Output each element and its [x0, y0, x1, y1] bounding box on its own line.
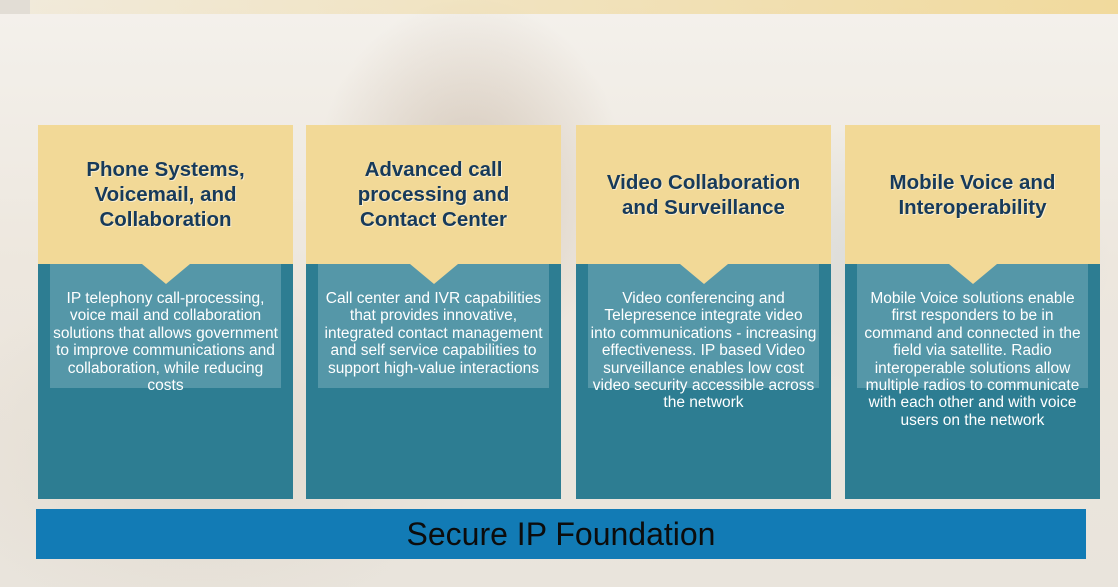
column-highlight	[318, 264, 549, 388]
column-description: Mobile Voice solutions enable first resp…	[864, 290, 1081, 429]
column-header: Video Collaboration and Surveillance	[576, 125, 831, 264]
column-mobile-voice: Mobile Voice and Interoperability Mobile…	[845, 125, 1100, 499]
foundation-bar: Secure IP Foundation	[36, 509, 1086, 559]
column-contact-center: Advanced call processing and Contact Cen…	[306, 125, 561, 499]
top-accent-bar	[0, 0, 1118, 14]
column-title: Video Collaboration and Surveillance	[606, 170, 801, 219]
header-pointer	[949, 264, 997, 284]
column-highlight	[857, 264, 1088, 388]
column-title: Advanced call processing and Contact Cen…	[357, 158, 510, 231]
corner-tab	[0, 0, 30, 14]
column-description: IP telephony call-processing, voice mail…	[53, 290, 278, 395]
header-pointer	[410, 264, 458, 284]
header-pointer	[680, 264, 728, 284]
foundation-label: Secure IP Foundation	[406, 515, 716, 552]
column-header: Phone Systems, Voicemail, and Collaborat…	[38, 125, 293, 264]
column-phone-systems: Phone Systems, Voicemail, and Collaborat…	[38, 125, 293, 499]
column-body	[38, 264, 293, 499]
column-video: Video Collaboration and Surveillance Vid…	[576, 125, 831, 499]
column-header: Mobile Voice and Interoperability	[845, 125, 1100, 264]
column-title: Mobile Voice and Interoperability	[889, 170, 1056, 219]
column-header: Advanced call processing and Contact Cen…	[306, 125, 561, 264]
header-pointer	[142, 264, 190, 284]
column-title: Phone Systems, Voicemail, and Collaborat…	[86, 158, 245, 231]
column-description: Call center and IVR capabilities that pr…	[324, 290, 543, 377]
column-body	[306, 264, 561, 499]
column-body	[576, 264, 831, 499]
column-highlight	[50, 264, 281, 388]
column-highlight	[588, 264, 819, 388]
column-body	[845, 264, 1100, 499]
column-description: Video conferencing and Telepresence inte…	[590, 290, 817, 412]
